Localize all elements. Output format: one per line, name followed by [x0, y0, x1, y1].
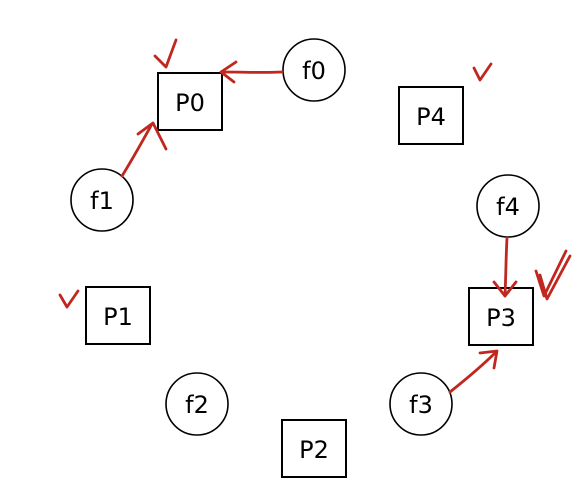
arrow-f4-to-p3	[494, 238, 516, 296]
arrow-shaft	[505, 238, 507, 296]
process-p4: P4	[399, 87, 463, 144]
check-mark-icon	[155, 40, 176, 67]
process-label: P3	[486, 304, 516, 332]
fork-label: f1	[90, 187, 114, 215]
check-mark-icon	[540, 256, 570, 299]
fork-f3: f3	[390, 373, 452, 435]
check-mark-icon	[474, 64, 491, 80]
fork-f0: f0	[283, 39, 345, 101]
process-p0: P0	[158, 73, 222, 130]
fork-label: f0	[302, 57, 326, 85]
arrow-shaft	[122, 124, 152, 176]
arrow-f3-to-p3	[450, 351, 497, 392]
process-p1: P1	[86, 287, 150, 344]
check-mark-icon	[60, 291, 78, 307]
process-p2: P2	[282, 420, 346, 477]
fork-f4: f4	[477, 175, 539, 237]
fork-label: f4	[496, 193, 520, 221]
process-label: P0	[175, 89, 205, 117]
fork-label: f3	[409, 391, 433, 419]
process-p3: P3	[469, 288, 533, 345]
fork-f1: f1	[71, 169, 133, 231]
arrow-f0-to-p0	[221, 62, 282, 82]
arrow-shaft	[450, 352, 496, 392]
process-label: P4	[416, 103, 446, 131]
fork-label: f2	[185, 391, 209, 419]
fork-f2: f2	[166, 373, 228, 435]
process-label: P1	[103, 303, 133, 331]
process-label: P2	[299, 436, 329, 464]
